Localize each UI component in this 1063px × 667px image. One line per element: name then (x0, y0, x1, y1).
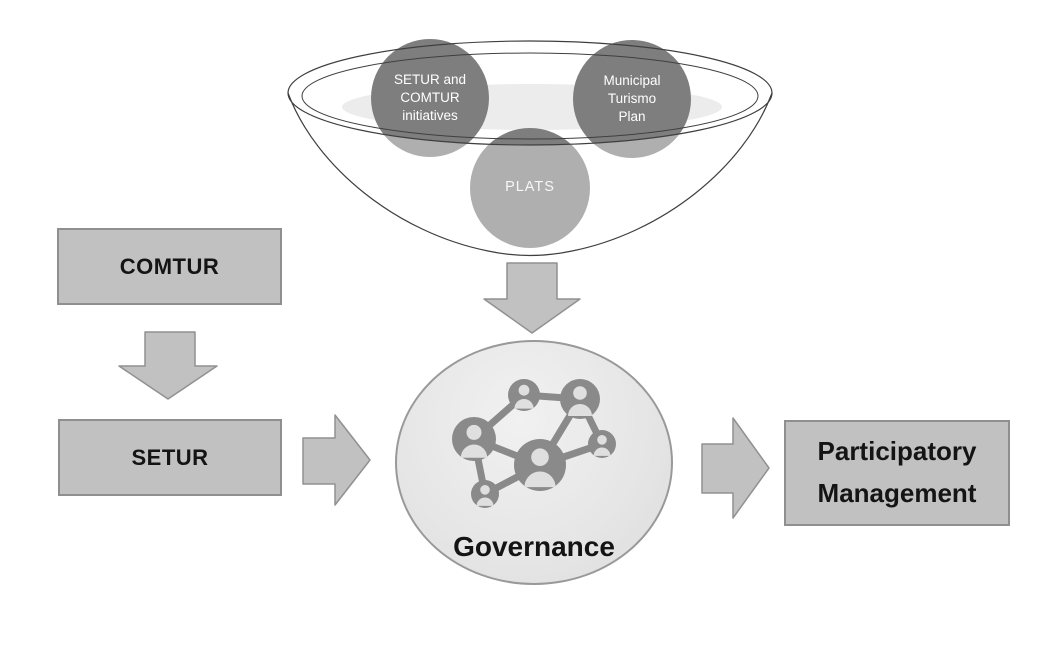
circle-label-setur-comtur: SETUR and COMTUR initiatives (393, 72, 467, 123)
comtur-box-label: COMTUR (119, 253, 220, 279)
arrow-down-icon (483, 262, 581, 334)
participatory-management-label: Participatory Management (817, 436, 977, 508)
circle-label-municipal-plan: Municipal Turismo Plan (603, 73, 661, 124)
circle-municipal-plan (573, 40, 691, 158)
circle-plats (470, 128, 590, 248)
funnel-body-glass (288, 93, 772, 256)
arrow-down-icon (118, 331, 218, 400)
funnel-inner-rim (301, 52, 759, 140)
governance-label: Governance (453, 531, 615, 562)
participatory-management-box: Participatory Management (784, 420, 1010, 526)
comtur-box: COMTUR (57, 228, 282, 305)
setur-box-label: SETUR (131, 444, 209, 470)
network-people-icon (452, 379, 616, 508)
circle-label-plats: PLATS (505, 179, 555, 196)
circle-setur-comtur (371, 39, 489, 157)
funnel-cone-outline (287, 92, 773, 257)
arrow-right-icon (302, 414, 371, 506)
funnel-icon (287, 39, 773, 257)
arrow-right-icon (701, 417, 770, 519)
setur-box: SETUR (58, 419, 282, 496)
governance-circle: Governance (395, 340, 673, 585)
